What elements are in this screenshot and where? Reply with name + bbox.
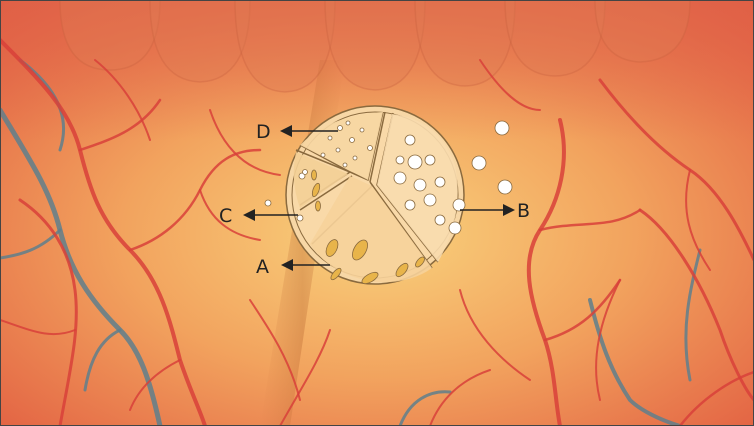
region-c — [293, 152, 348, 208]
region-a-pores — [325, 239, 425, 285]
label-arrows — [243, 125, 515, 271]
label-c: C — [219, 205, 232, 227]
label-d: D — [256, 121, 271, 143]
region-b-particles — [393, 134, 446, 226]
free-particles — [264, 120, 513, 235]
region-d-particles — [320, 120, 373, 168]
region-c-pores — [311, 169, 321, 212]
arteries — [0, 38, 754, 426]
tissue-cross-section — [285, 105, 465, 285]
region-a — [310, 176, 432, 283]
intestinal-folds — [59, 0, 691, 93]
label-b: B — [517, 200, 530, 222]
label-a: A — [256, 256, 269, 278]
veins — [0, 58, 702, 426]
